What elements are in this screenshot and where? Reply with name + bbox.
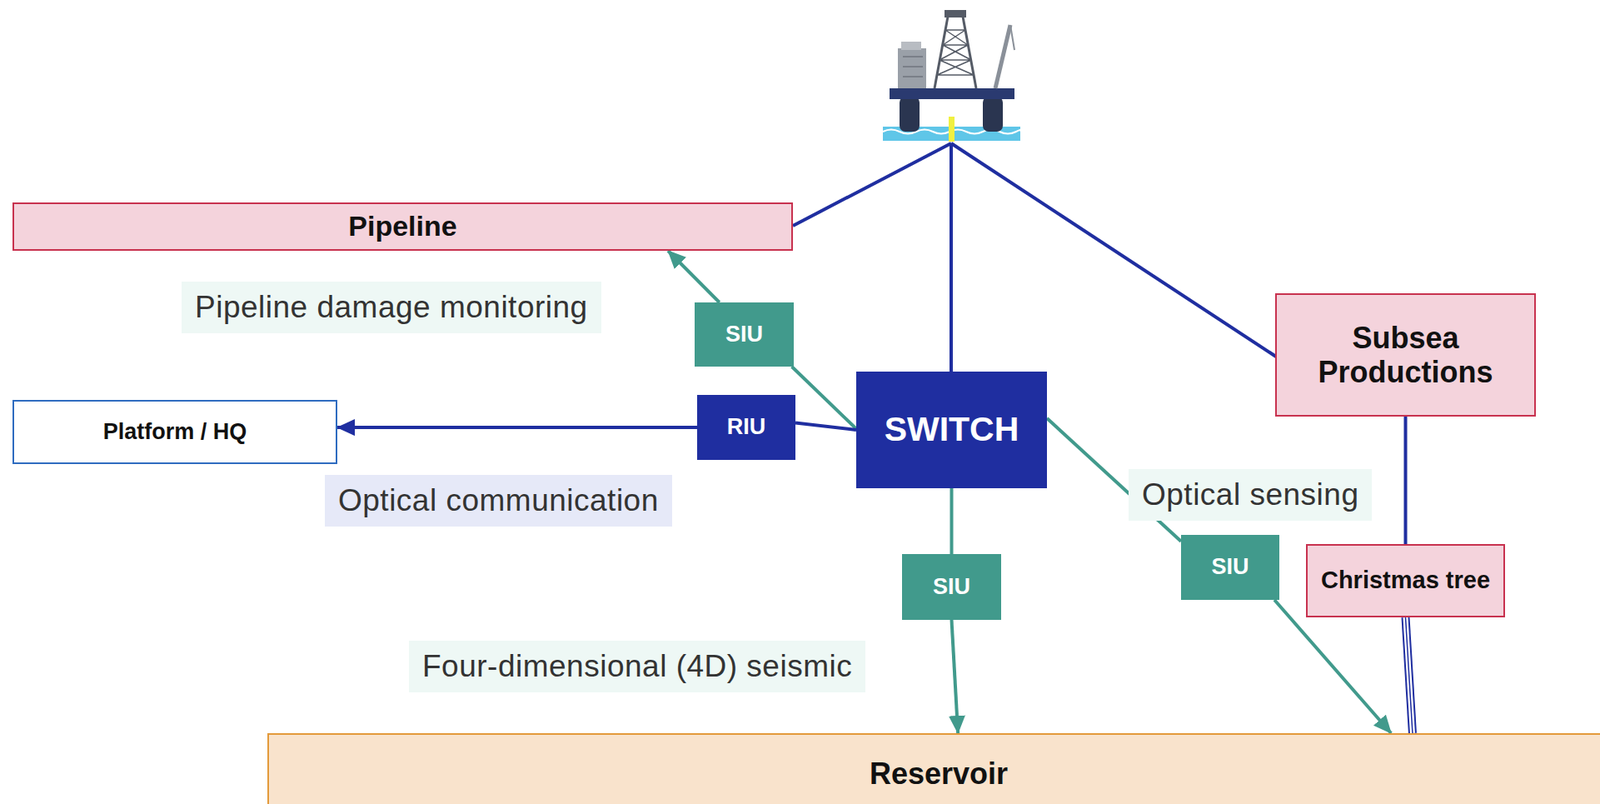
connector-line: [1404, 416, 1408, 544]
node-label: SIU: [932, 573, 971, 600]
node-label: SIU: [1211, 553, 1249, 580]
callout-label: Optical communication: [324, 474, 673, 527]
siu-box: SIU: [902, 553, 1002, 620]
connector: [792, 366, 857, 429]
connector: [952, 619, 959, 733]
christmas-tree-box: Christmas tree: [1305, 543, 1506, 618]
subsea-box: Subsea Productions: [1275, 293, 1536, 417]
node-label: RIU: [727, 413, 767, 440]
node-label: Christmas tree: [1320, 566, 1491, 594]
connector-line: [950, 488, 954, 554]
connector-line: [792, 366, 857, 429]
connector-line: [952, 619, 959, 733]
pipe-gap: [1405, 617, 1413, 733]
node-label: SIU: [725, 321, 763, 348]
platform-pipeline-line: [792, 143, 952, 226]
platform-switch-line: [949, 143, 953, 372]
node-label: Pipeline: [348, 209, 457, 243]
platform-links: [792, 143, 1277, 372]
node-label: Reservoir: [869, 756, 1008, 791]
connector: [951, 488, 953, 554]
connector: [337, 427, 698, 429]
offshore-platform: [882, 9, 1022, 142]
siu-box: SIU: [1181, 534, 1280, 600]
node-label: Subsea Productions: [1286, 320, 1525, 390]
callout-label: Optical sensing: [1128, 468, 1372, 521]
connector: [1274, 599, 1391, 733]
well-pipe: [1405, 617, 1413, 733]
connector-line: [1274, 599, 1391, 733]
node-label: SWITCH: [884, 409, 1020, 449]
connector: [667, 250, 720, 303]
connector: [795, 423, 857, 430]
platform-subsea-line: [951, 143, 1277, 357]
node-label: Platform / HQ: [103, 418, 248, 445]
connector-line: [667, 250, 720, 303]
pipe-outer: [1405, 617, 1413, 733]
switch-box: SWITCH: [856, 371, 1047, 489]
connector-line: [337, 425, 698, 429]
riu-box: RIU: [697, 394, 796, 460]
callout-label: Pipeline damage monitoring: [181, 281, 602, 334]
connector-line: [795, 423, 857, 430]
pipe-core: [1405, 617, 1413, 733]
platform-box: Platform / HQ: [12, 399, 338, 464]
connector: [1405, 416, 1406, 544]
reservoir-band: Reservoir: [267, 732, 1600, 804]
siu-box: SIU: [694, 302, 794, 367]
callout-label: Four-dimensional (4D) seismic: [408, 640, 866, 693]
pipeline-box: Pipeline: [12, 202, 793, 251]
